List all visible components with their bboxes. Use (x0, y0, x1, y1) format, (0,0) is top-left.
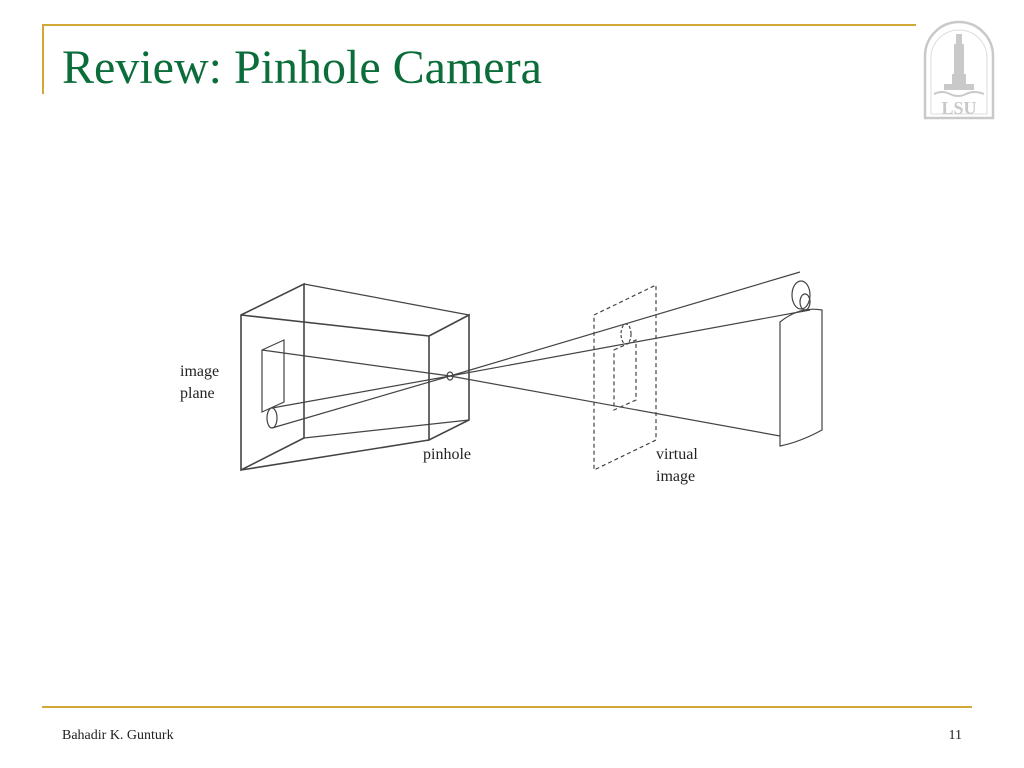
page-number: 11 (948, 728, 962, 743)
virtual-image-label-2: image (656, 468, 695, 485)
header-rule (42, 24, 916, 26)
image-plane-label-2: plane (180, 385, 215, 402)
inverted-image (261, 339, 285, 413)
pinhole-label: pinhole (423, 446, 471, 463)
image-plane-face (240, 282, 305, 472)
header-left-rule (42, 24, 44, 94)
lsu-logo: LSU (923, 20, 995, 120)
virtual-image-label-1: virtual (656, 446, 698, 463)
slide-title: Review: Pinhole Camera (62, 41, 542, 94)
virtual-image-plane (593, 284, 657, 471)
image-plane-label-1: image (180, 363, 219, 380)
logo-text: LSU (941, 98, 976, 118)
footer-author: Bahadir K. Gunturk (62, 728, 174, 743)
candle (779, 308, 823, 447)
candle-flame (791, 280, 811, 310)
footer-rule (42, 706, 972, 708)
